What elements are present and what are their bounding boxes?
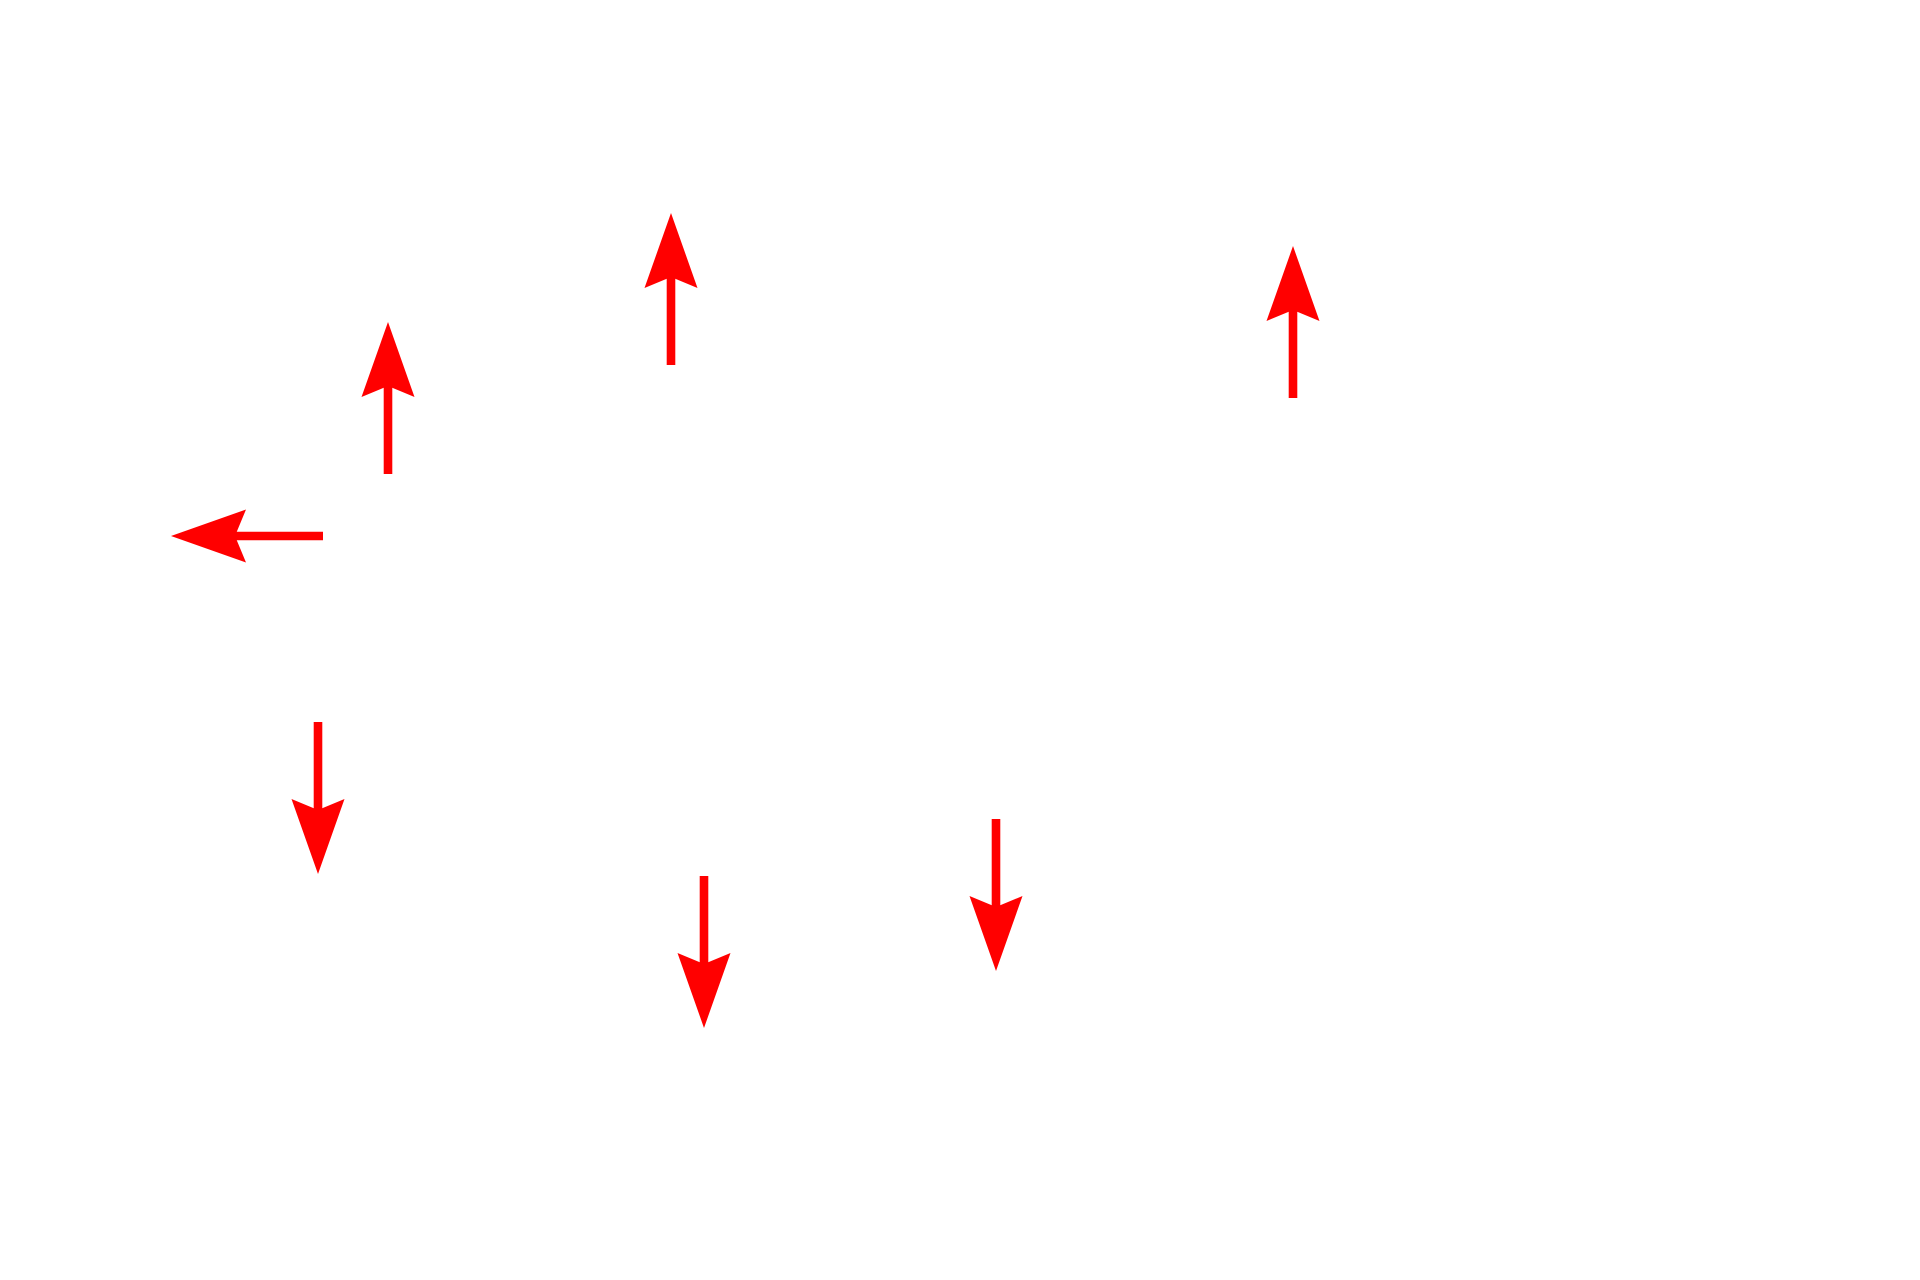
arrow-left-icon <box>171 509 323 563</box>
arrow-shaft <box>699 876 709 966</box>
arrow-up-icon <box>361 322 415 474</box>
arrow-head <box>644 213 698 288</box>
arrow-shaft <box>233 531 323 541</box>
arrow-shaft <box>313 722 323 812</box>
arrow-head <box>171 509 246 563</box>
arrow-head <box>969 896 1023 971</box>
arrow-head <box>291 799 345 874</box>
arrow-shaft <box>666 275 676 365</box>
arrow-shaft <box>383 384 393 474</box>
arrow-shaft <box>1288 308 1298 398</box>
arrow-up-icon <box>1266 246 1320 398</box>
arrow-down-icon <box>677 876 731 1028</box>
arrow-shaft <box>991 819 1001 909</box>
arrow-down-icon <box>969 819 1023 971</box>
arrow-up-icon <box>644 213 698 365</box>
arrow-head <box>677 953 731 1028</box>
arrow-head <box>1266 246 1320 321</box>
arrow-down-icon <box>291 722 345 874</box>
arrow-head <box>361 322 415 397</box>
